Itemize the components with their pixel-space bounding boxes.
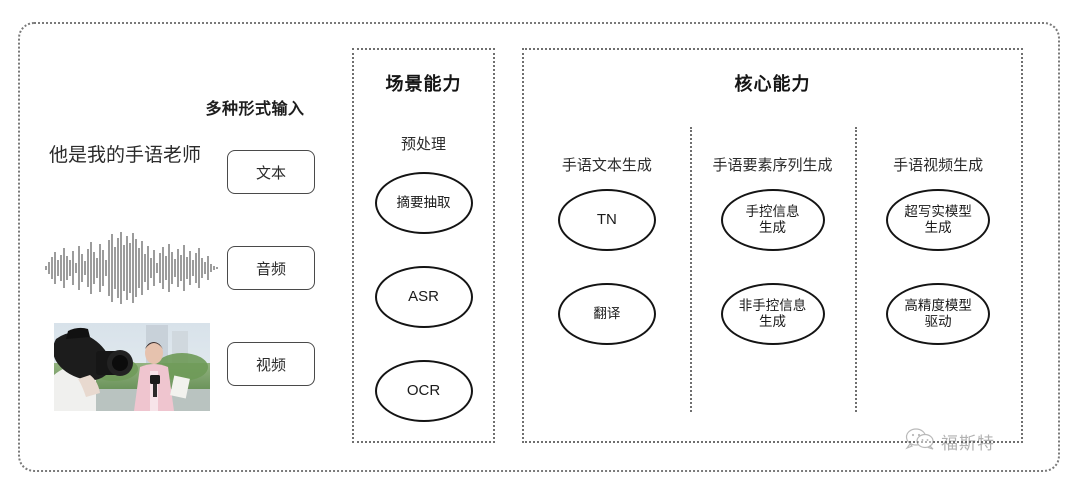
scene-capability-panel: 场景能力 预处理 摘要抽取 ASR OCR (352, 48, 495, 443)
diagram-outer-frame (18, 22, 1060, 472)
capability-node-label: 手控信息 生成 (745, 204, 800, 235)
capability-node-label: OCR (406, 382, 441, 400)
capability-node[interactable]: 非手控信息 生成 (720, 283, 825, 345)
modality-button-label: 音频 (255, 260, 286, 278)
core-capability-title: 核心能力 (734, 74, 811, 94)
input-section-heading: 多种形式输入 (205, 101, 305, 118)
scene-capability-title: 场景能力 (385, 74, 462, 94)
capability-node-label: 翻译 (593, 306, 621, 322)
capability-node-label: 摘要抽取 (396, 195, 451, 211)
core-capability-columns: 手语文本生成 TN 翻译 手语要素序列生成 手控信息 生成 非手控信息 生成 (524, 127, 1021, 417)
core-column-node-list: TN 翻译 (524, 189, 690, 377)
capability-node-label: 非手控信息 生成 (738, 298, 807, 329)
core-column-node-list: 超写实模型 生成 高精度模型 驱动 (855, 189, 1021, 377)
sample-text-input: 他是我的手语老师 (48, 145, 201, 166)
core-column-label: 手语要素序列生成 (712, 157, 833, 174)
capability-node[interactable]: 手控信息 生成 (720, 189, 825, 251)
capability-node-label: 高精度模型 驱动 (904, 298, 972, 329)
modality-button-audio[interactable]: 音频 (227, 246, 315, 290)
capability-node[interactable]: 高精度模型 驱动 (886, 283, 991, 345)
capability-node-label: ASR (408, 288, 439, 306)
capability-node-label: 超写实模型 生成 (904, 204, 972, 235)
core-column-label: 手语视频生成 (893, 157, 984, 174)
modality-button-video[interactable]: 视频 (227, 342, 315, 386)
core-capability-panel: 核心能力 手语文本生成 TN 翻译 手语要素序列生成 手控信息 生成 (522, 48, 1023, 443)
core-column-sign-video-generation: 手语视频生成 超写实模型 生成 高精度模型 驱动 (855, 127, 1021, 417)
capability-node[interactable]: OCR (374, 360, 473, 422)
scene-capability-node-list: 摘要抽取 ASR OCR (354, 172, 493, 454)
wechat-icon (905, 428, 935, 455)
modality-button-label: 文本 (255, 164, 286, 182)
capability-node[interactable]: 翻译 (557, 283, 656, 345)
watermark: 福斯特 (905, 428, 995, 455)
capability-node[interactable]: 超写实模型 生成 (886, 189, 991, 251)
scene-capability-subtitle: 预处理 (400, 136, 446, 153)
capability-node-label: TN (596, 211, 617, 229)
capability-node[interactable]: TN (557, 189, 656, 251)
modality-button-text[interactable]: 文本 (227, 150, 315, 194)
core-column-label: 手语文本生成 (561, 157, 652, 174)
capability-node[interactable]: ASR (374, 266, 473, 328)
watermark-text: 福斯特 (941, 434, 995, 453)
audio-waveform-icon (44, 230, 220, 306)
core-column-sign-text-generation: 手语文本生成 TN 翻译 (524, 127, 690, 417)
core-column-sign-element-sequence-generation: 手语要素序列生成 手控信息 生成 非手控信息 生成 (689, 127, 856, 417)
capability-node[interactable]: 摘要抽取 (374, 172, 473, 234)
core-column-node-list: 手控信息 生成 非手控信息 生成 (690, 189, 856, 377)
input-modalities-section: 多种形式输入 他是我的手语老师 (30, 95, 330, 415)
video-thumbnail (54, 323, 210, 411)
modality-button-label: 视频 (255, 356, 286, 374)
